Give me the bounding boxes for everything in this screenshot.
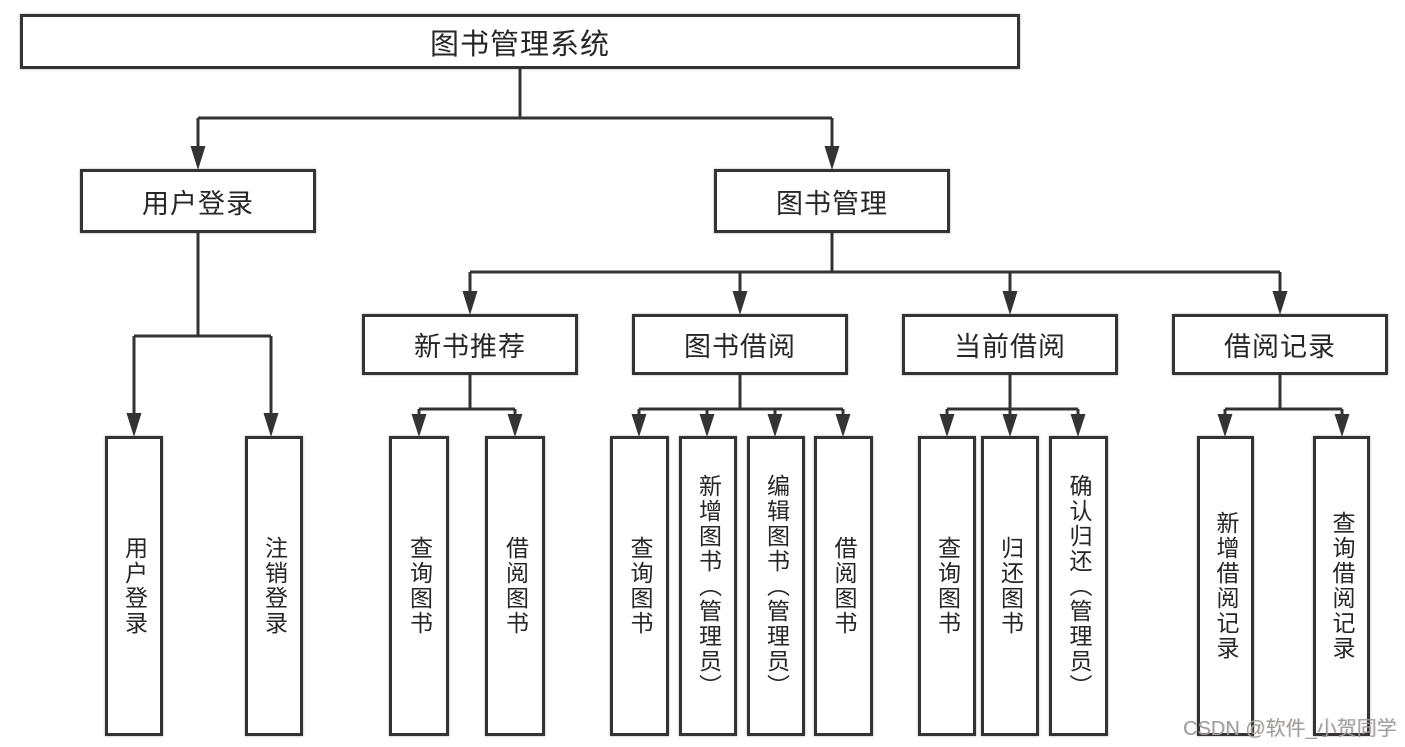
leaf-confirm-return-admin: 确认归还（管理员） [1049,436,1108,736]
leaf-add-books-admin: 新增图书（管理员） [679,436,737,736]
arrowheads [126,146,1350,437]
leaf-user-login: 用户登录 [105,436,163,736]
leaf-query-borrow-record: 查询借阅记录 [1313,436,1370,736]
leaf-query-books: 查询图书 [918,436,976,736]
node-new-book-recommend: 新书推荐 [362,314,578,375]
leaf-borrow-books: 借阅图书 [485,436,545,736]
leaf-edit-books-admin: 编辑图书（管理员） [747,436,805,736]
csdn-watermark: CSDN @软件_小贺同学 [1183,718,1397,740]
leaf-return-books: 归还图书 [981,436,1039,736]
node-borrow-record: 借阅记录 [1172,314,1388,375]
root-node-system: 图书管理系统 [20,14,1020,69]
node-user-login: 用户登录 [80,169,316,233]
leaf-query-books: 查询图书 [610,436,669,736]
leaf-query-books: 查询图书 [389,436,449,736]
leaf-add-borrow-record: 新增借阅记录 [1197,436,1254,736]
leaf-borrow-books: 借阅图书 [814,436,873,736]
node-book-borrow: 图书借阅 [632,314,848,375]
node-current-borrow: 当前借阅 [902,314,1118,375]
leaf-logout: 注销登录 [245,436,303,736]
node-book-management: 图书管理 [714,169,950,233]
